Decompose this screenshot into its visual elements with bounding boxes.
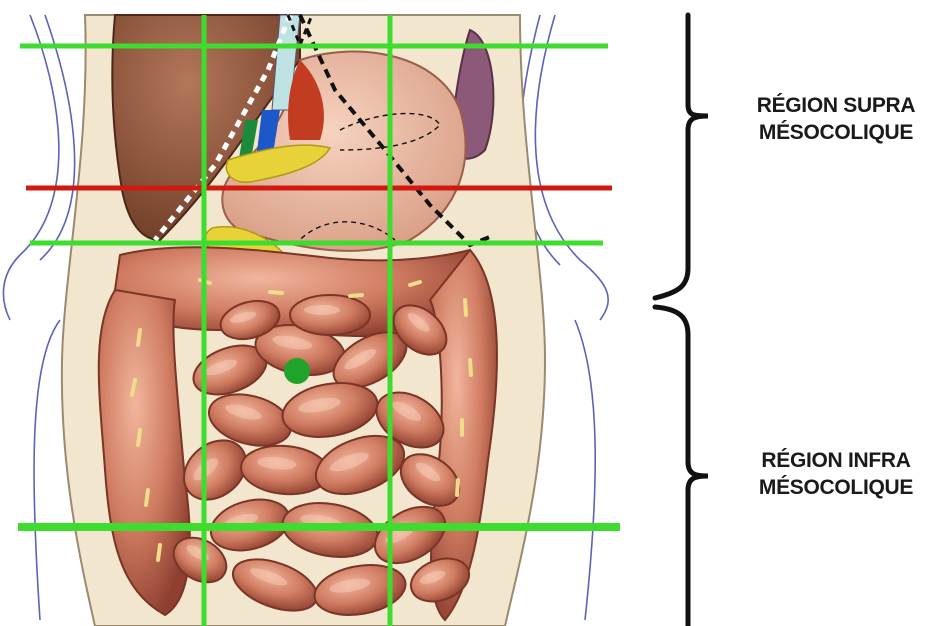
label-supra-mesocolic: RÉGION SUPRA MÉSOCOLIQUE: [736, 92, 936, 146]
marker-dot: [284, 358, 310, 384]
brace-supra: [655, 15, 708, 298]
intestine-loop-highlight: [304, 305, 340, 315]
brace-infra: [655, 307, 708, 626]
label-infra-mesocolic: RÉGION INFRA MÉSOCOLIQUE: [736, 447, 936, 501]
label-infra-line1: RÉGION INFRA: [736, 447, 936, 474]
intestine-loop: [290, 295, 370, 335]
label-supra-line1: RÉGION SUPRA: [736, 92, 936, 119]
label-infra-line2: MÉSOCOLIQUE: [736, 474, 936, 501]
label-supra-line2: MÉSOCOLIQUE: [736, 119, 936, 146]
